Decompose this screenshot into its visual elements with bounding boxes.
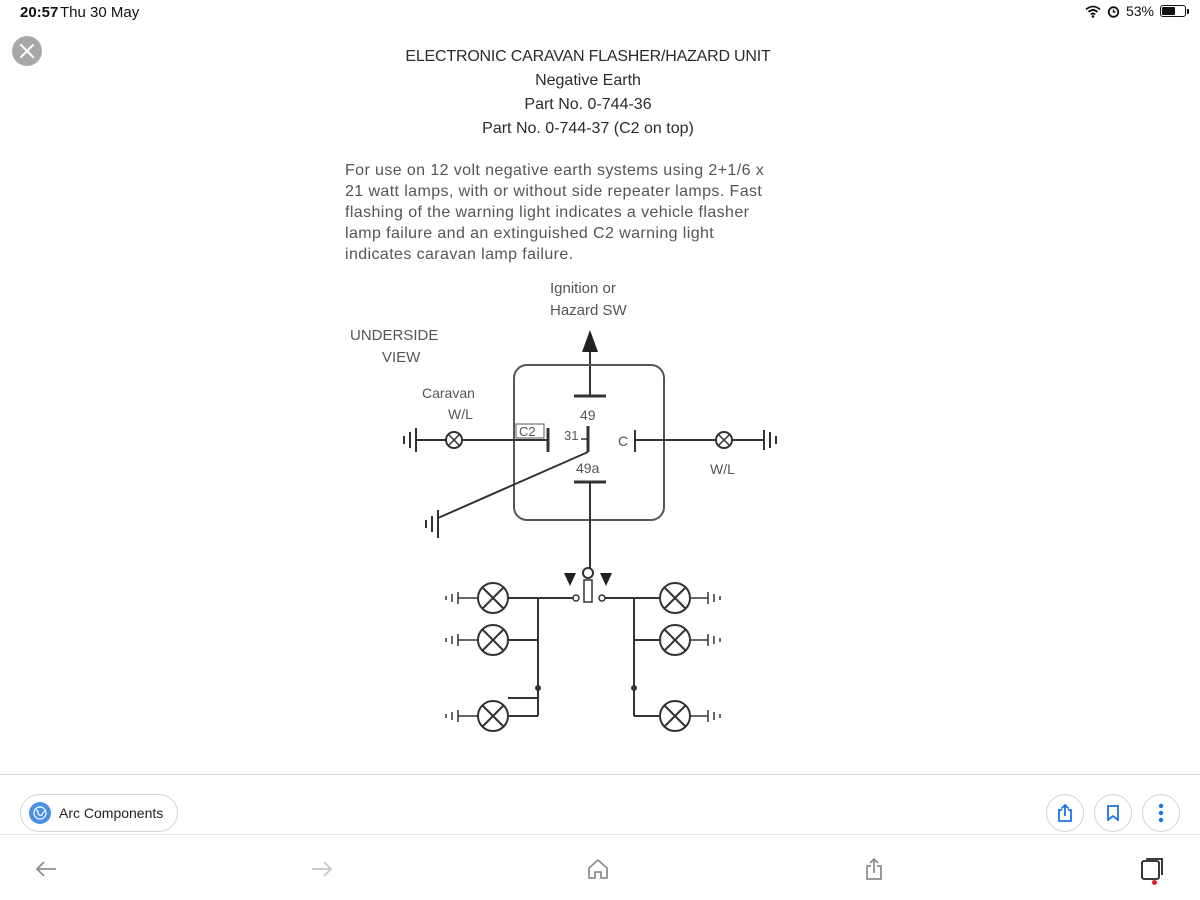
document-title: ELECTRONIC CARAVAN FLASHER/HAZARD UNIT N… [338,45,838,141]
left-rear-lamp [445,698,539,732]
caravan-label: Caravan [422,385,475,401]
switch-body [583,579,593,603]
back-button[interactable] [26,852,66,886]
tabs-notification-dot [1152,880,1157,885]
bookmark-icon [1107,805,1119,821]
home-button[interactable] [578,852,618,886]
up-arrow-icon [582,330,598,352]
right-wl-label: W/L [710,461,735,477]
battery-fill [1162,7,1175,15]
terminal-49-label: 49 [580,407,596,423]
toolbar-share-button[interactable] [854,852,894,886]
right-repeater-lamp [659,624,721,656]
battery-nub [1187,9,1189,14]
description-line: indicates caravan lamp failure. [345,246,574,263]
title-line-1: ELECTRONIC CARAVAN FLASHER/HAZARD UNIT [405,48,771,65]
view-label: VIEW [382,349,421,366]
battery-percent: 53% [1125,3,1154,19]
title-line-4: Part No. 0-744-37 (C2 on top) [482,120,694,137]
caravan-wl-label: W/L [448,406,473,422]
back-arrow-icon [35,861,56,877]
tabs-icon [1141,858,1163,880]
home-icon [588,859,608,879]
globe-icon [29,802,51,824]
forward-arrow-icon [312,861,333,877]
more-vertical-icon [1158,803,1164,823]
source-label: Arc Components [59,805,164,821]
switch-pivot [582,567,594,579]
bottom-toolbar [0,842,1200,894]
terminal-49a-label: 49a [576,460,600,476]
status-indicators: 53% [1085,3,1189,19]
right-front-lamp [659,582,721,614]
hazard-label: Hazard SW [550,302,628,319]
image-actions [1046,794,1180,832]
share-icon [1058,804,1072,822]
share-icon [866,858,882,880]
left-front-lamp [445,582,509,614]
wiring-diagram: Ignition or Hazard SW UNDERSIDE VIEW Car… [350,280,777,732]
ignition-label: Ignition or [550,280,616,297]
right-arrow-icon [600,573,612,586]
terminal-c2-label: C2 [519,424,536,439]
status-bar: 20:57 Thu 30 May 53% [0,0,1200,26]
close-button[interactable] [12,36,42,66]
description-line: For use on 12 volt negative earth system… [345,162,765,179]
source-link[interactable]: Arc Components [20,794,179,832]
share-button[interactable] [1046,794,1084,832]
alarm-icon [1107,5,1120,18]
status-time: 20:57 [20,4,59,21]
content-divider [0,774,1200,775]
toolbar-divider [0,834,1200,835]
status-date: Thu 30 May [60,4,140,21]
terminal-c-label: C [618,433,628,449]
title-line-2: Negative Earth [535,72,641,89]
description-line: flashing of the warning light indicates … [345,204,750,221]
tabs-button[interactable] [1132,852,1172,886]
underside-label: UNDERSIDE [350,327,438,344]
right-rear-lamp [659,700,721,732]
document-image[interactable]: ELECTRONIC CARAVAN FLASHER/HAZARD UNIT N… [338,40,858,775]
more-options-button[interactable] [1142,794,1180,832]
description-line: 21 watt lamps, with or without side repe… [345,183,763,200]
terminal-c2-box [515,423,545,439]
document-description: For use on 12 volt negative earth system… [345,160,845,265]
title-line-3: Part No. 0-744-36 [524,96,652,113]
left-repeater-lamp [445,624,509,656]
close-icon [20,44,34,58]
description-line: lamp failure and an extinguished C2 warn… [345,225,715,242]
forward-button[interactable] [302,852,342,886]
terminal-31-label: 31 [564,428,578,443]
battery-icon [1160,5,1189,17]
wifi-icon [1085,5,1101,18]
bookmark-button[interactable] [1094,794,1132,832]
left-arrow-icon [564,573,576,586]
unit-earth-wire [437,451,589,519]
